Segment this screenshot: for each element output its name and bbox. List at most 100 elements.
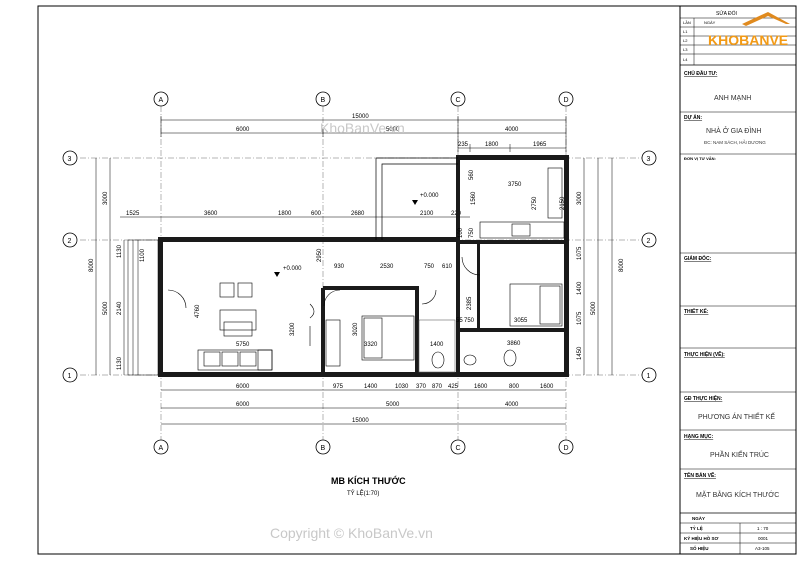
dining-table <box>219 282 257 337</box>
dim-bottom-2: 5000 <box>386 402 400 408</box>
logo-text: KHOBANVE <box>708 32 788 48</box>
rev-col-ngay: NGÀY <box>704 20 716 25</box>
room-dim: 930 <box>334 264 345 270</box>
dim-right: 1075 <box>577 246 583 260</box>
design-phase-value: PHƯƠNG ÁN THIẾT KẾ <box>698 411 775 421</box>
room-dim: 560 <box>469 169 475 180</box>
dim-bottom-1: 1600 <box>474 384 488 390</box>
dim-inner: 1525 <box>126 211 140 217</box>
dim-bottom-1: 800 <box>509 384 520 390</box>
room-dim: 2530 <box>380 264 394 270</box>
dim-top-row: 5000 <box>386 127 400 133</box>
dimension-text-top: 15000 6000 5000 4000 235 1800 1965 1525 … <box>126 114 547 217</box>
plan-title: MB KÍCH THƯỚC <box>331 475 406 486</box>
wall-east <box>564 155 569 377</box>
grid-label-1-left: 1 <box>68 373 72 380</box>
rev-row: L2 <box>683 38 688 43</box>
wall-bath-west <box>415 286 419 374</box>
watermark-top: KhoBanVe.vn <box>320 120 405 136</box>
wall-west <box>158 237 163 377</box>
dim-top-detail: 235 <box>458 142 469 148</box>
level-garage: +0.000 <box>420 193 439 199</box>
consultant-label: ĐƠN VỊ TƯ VẤN: <box>684 156 716 161</box>
dim-right: 1400 <box>577 281 583 295</box>
sheet-border <box>37 5 797 555</box>
scale-label: TỶ LỆ <box>690 524 703 531</box>
grid-bubble-a-bottom <box>153 439 169 455</box>
sofa <box>197 349 273 371</box>
room-dim: 1100 <box>140 248 146 262</box>
wall-south <box>161 372 569 377</box>
porch <box>127 239 159 376</box>
designer-label: THIẾT KẾ: <box>684 308 709 315</box>
owner-value: ANH MẠNH <box>714 95 751 102</box>
room-dim: 2150 <box>560 196 566 210</box>
rev-row: L1 <box>683 29 688 34</box>
wall-bedroom2-south <box>460 328 566 332</box>
dim-bottom-1: 870 <box>432 384 443 390</box>
room-dim: 1560 <box>471 191 477 205</box>
category-label: HẠNG MỤC: <box>684 434 713 440</box>
drawing-name-value: MẶT BẰNG KÍCH THƯỚC <box>696 490 779 499</box>
room-dim: 1400 <box>430 342 444 348</box>
dimension-lines-top <box>120 116 567 218</box>
dim-top-row: 6000 <box>236 127 250 133</box>
dim-bottom-1: 1030 <box>395 384 409 390</box>
room-dim: 750 <box>424 264 435 270</box>
room-dim: 4760 <box>195 304 201 318</box>
grid-bubble-c-bottom <box>450 439 466 455</box>
grid-bubble-1-right <box>641 367 657 383</box>
code-value: 0001 <box>758 536 769 541</box>
level-main: +0.000 <box>283 266 302 272</box>
bed-bedroom-2 <box>509 283 563 327</box>
dim-inner: 1800 <box>278 211 292 217</box>
room-dim: 3860 <box>507 341 521 347</box>
wall-grid-c <box>456 155 460 377</box>
door-arc-bedroom2 <box>461 256 481 276</box>
dim-inner: 2680 <box>351 211 365 217</box>
sheet-value: A3-105 <box>755 546 770 551</box>
dim-left: 3000 <box>103 191 109 205</box>
grid-label-d-bottom: D <box>564 445 569 452</box>
dim-top-total: 15000 <box>352 114 369 120</box>
wall-kitchen-south <box>460 240 566 244</box>
dim-left: 5000 <box>103 301 109 315</box>
column-symbol <box>309 303 315 346</box>
code-label: KÝ HIỆU HỒ SƠ <box>684 534 719 541</box>
grid-bubble-3-left <box>62 150 78 166</box>
walls <box>158 155 569 377</box>
dim-top-detail: 1800 <box>485 142 499 148</box>
room-dim: 3320 <box>364 342 378 348</box>
kitchen-counter <box>479 221 565 239</box>
grid-label-3-right: 3 <box>647 156 651 163</box>
grid-bubble-2-left <box>62 232 78 248</box>
dim-left: 1130 <box>117 244 123 258</box>
grid-label-a-bottom: A <box>159 445 164 452</box>
dim-bottom-1: 370 <box>416 384 427 390</box>
grid-bubble-b-bottom <box>315 439 331 455</box>
wall-north-annex <box>458 155 569 160</box>
owner-label: CHỦ ĐẦU TƯ: <box>684 70 718 77</box>
dim-right: 1450 <box>577 346 583 360</box>
room-dim: 2750 <box>532 196 538 210</box>
dim-right: 5000 <box>591 301 597 315</box>
grid-bubble-a-top <box>153 91 169 107</box>
grid-bubble-3-right <box>641 150 657 166</box>
dimension-lines-sides <box>95 158 613 375</box>
stove <box>511 223 531 237</box>
room-dim: 750 <box>464 318 475 324</box>
rev-row: L3 <box>683 47 688 52</box>
khobanve-logo: KHOBANVE <box>708 12 790 48</box>
rev-row: L4 <box>683 57 688 62</box>
dim-top-row: 4000 <box>505 127 519 133</box>
room-dim: 3055 <box>514 318 528 324</box>
grid-label-3-left: 3 <box>68 156 72 163</box>
room-dim: 750 <box>469 227 475 238</box>
grid-label-b-bottom: B <box>321 445 326 452</box>
garage-outline <box>375 157 458 240</box>
grid-bubble-b-top <box>315 91 331 107</box>
dim-bottom-1: 425 <box>448 384 459 390</box>
room-dim: 55 <box>456 318 463 324</box>
dim-left: 2140 <box>117 301 123 315</box>
